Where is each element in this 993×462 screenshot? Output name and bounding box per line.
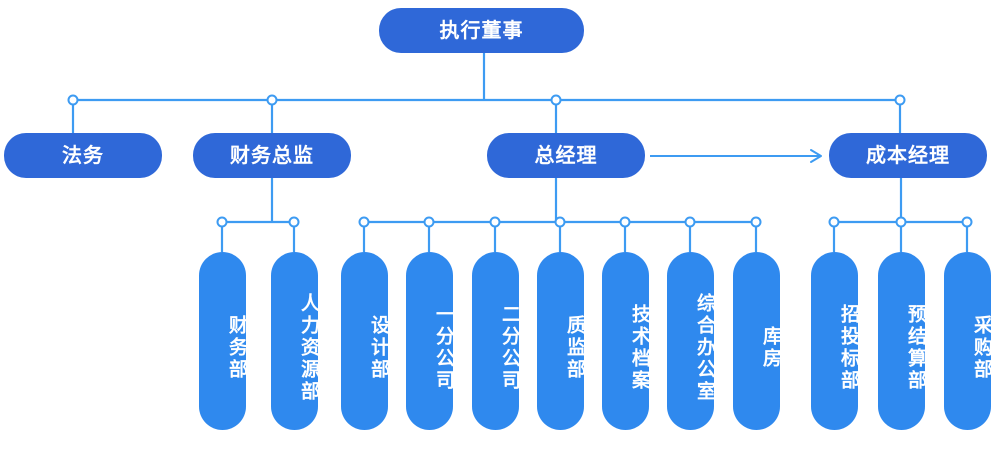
node-label: 二分公司 [499, 304, 521, 392]
junction-node [554, 216, 566, 228]
node-branch-two[interactable]: 二分公司 [472, 252, 521, 430]
junction-node [750, 216, 762, 228]
node-quality-supervision-dept[interactable]: 质监部 [537, 252, 586, 430]
node-label: 预结算部 [905, 304, 927, 392]
junction-node [266, 94, 278, 106]
node-label: 采购部 [971, 315, 993, 381]
node-branch-one[interactable]: 一分公司 [406, 252, 455, 430]
node-general-manager[interactable]: 总经理 [487, 133, 645, 178]
node-general-office[interactable]: 综合办公室 [667, 252, 716, 430]
node-bidding-dept[interactable]: 招投标部 [811, 252, 860, 430]
junction-node [288, 216, 300, 228]
junction-node [489, 216, 501, 228]
node-procurement-dept[interactable]: 采购部 [944, 252, 993, 430]
junction-node [216, 216, 228, 228]
junction-node [684, 216, 696, 228]
node-label: 执行董事 [439, 18, 524, 43]
node-label: 法务 [62, 143, 104, 168]
node-finance-dept[interactable]: 财务部 [199, 252, 248, 430]
node-label: 综合办公室 [694, 293, 716, 403]
gm-to-cost-manager-arrow [650, 149, 822, 163]
node-label: 成本经理 [866, 143, 950, 168]
node-label: 库房 [760, 326, 782, 370]
node-label: 技术档案 [629, 304, 651, 392]
node-label: 招投标部 [838, 304, 860, 392]
junction-node [550, 94, 562, 106]
node-legal-affairs[interactable]: 法务 [4, 133, 162, 178]
node-label: 一分公司 [433, 304, 455, 392]
junction-node [961, 216, 973, 228]
node-label: 财务总监 [230, 143, 314, 168]
junction-node [423, 216, 435, 228]
node-label: 财务部 [226, 315, 248, 381]
node-label: 质监部 [564, 315, 586, 381]
node-finance-director[interactable]: 财务总监 [193, 133, 351, 178]
junction-node [358, 216, 370, 228]
junction-node [895, 216, 907, 228]
node-design-dept[interactable]: 设计部 [341, 252, 390, 430]
junction-node [619, 216, 631, 228]
junction-node [894, 94, 906, 106]
node-warehouse[interactable]: 库房 [733, 252, 782, 430]
junction-node [828, 216, 840, 228]
node-label: 总经理 [534, 143, 598, 168]
node-executive-director[interactable]: 执行董事 [379, 8, 584, 53]
node-hr-dept[interactable]: 人力资源部 [271, 252, 320, 430]
node-technical-archives[interactable]: 技术档案 [602, 252, 651, 430]
node-label: 设计部 [368, 315, 390, 381]
node-label: 人力资源部 [298, 293, 320, 403]
node-budget-settlement-dept[interactable]: 预结算部 [878, 252, 927, 430]
junction-node [67, 94, 79, 106]
node-cost-manager[interactable]: 成本经理 [829, 133, 987, 178]
